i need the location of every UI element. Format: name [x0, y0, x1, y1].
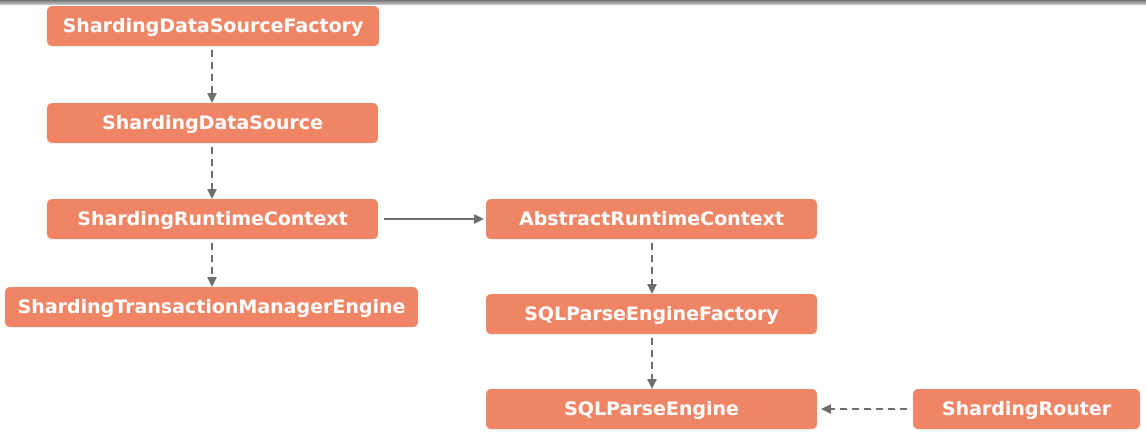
node-abstract-runtime-context[interactable]: AbstractRuntimeContext — [486, 199, 817, 239]
node-sql-parse-engine-factory[interactable]: SQLParseEngineFactory — [486, 294, 817, 334]
top-border — [0, 0, 1146, 5]
node-sharding-data-source-factory[interactable]: ShardingDataSourceFactory — [47, 6, 379, 46]
node-sharding-router[interactable]: ShardingRouter — [913, 389, 1140, 429]
node-sql-parse-engine[interactable]: SQLParseEngine — [486, 389, 817, 429]
node-sharding-data-source[interactable]: ShardingDataSource — [47, 103, 378, 143]
node-sharding-transaction-manager-engine[interactable]: ShardingTransactionManagerEngine — [5, 287, 418, 327]
node-sharding-runtime-context[interactable]: ShardingRuntimeContext — [47, 199, 378, 239]
